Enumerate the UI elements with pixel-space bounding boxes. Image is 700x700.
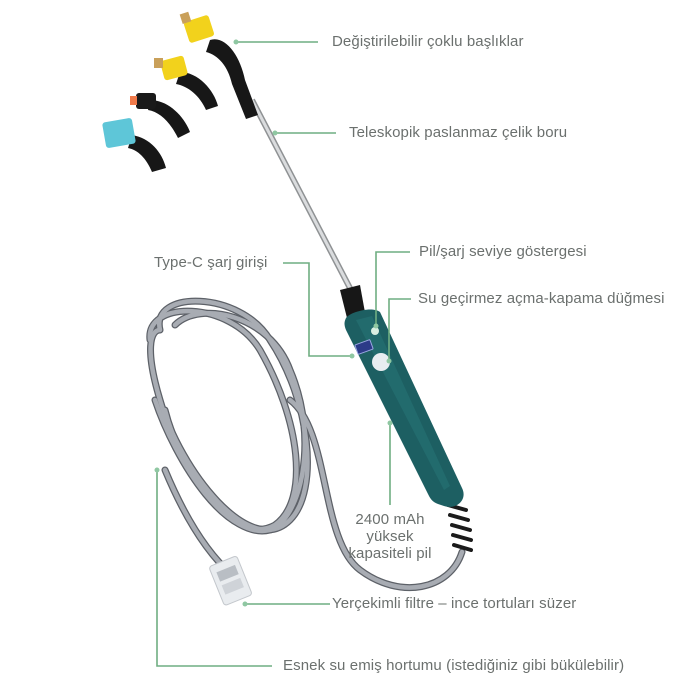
label-battery-line3: kapasiteli pil: [348, 545, 432, 562]
spare-nozzle-orange: [130, 93, 190, 138]
spring-guard: [446, 503, 473, 552]
filter-illustration: [209, 556, 252, 606]
suction-hose: [146, 297, 466, 592]
leader-dots: [154, 39, 393, 607]
spare-nozzle-yellow: [154, 55, 218, 110]
label-rod: Teleskopik paslanmaz çelik boru: [349, 124, 568, 141]
sprayer-handle: [340, 285, 464, 507]
label-battery-line2: yüksek: [366, 528, 414, 545]
label-hose: Esnek su emiş hortumu (istediğiniz gibi …: [283, 657, 625, 674]
leader-lines: [156, 41, 411, 667]
label-nozzles: Değiştirilebilir çoklu başlıklar: [332, 33, 524, 50]
label-battery-indicator: Pil/şarj seviye göstergesi: [419, 243, 587, 260]
label-typec-port: Type-C şarj girişi: [154, 254, 268, 271]
label-power-switch: Su geçirmez açma-kapama düğmesi: [418, 290, 665, 307]
attached-nozzle: [179, 11, 258, 119]
label-battery-line1: 2400 mAh: [355, 511, 425, 528]
label-battery-capacity: 2400 mAh yüksek kapasiteli pil: [340, 511, 440, 562]
spare-nozzle-blue: [102, 118, 166, 172]
telescopic-rod: [249, 98, 355, 294]
label-filter: Yerçekimli filtre – ince tortuları süzer: [332, 595, 577, 612]
